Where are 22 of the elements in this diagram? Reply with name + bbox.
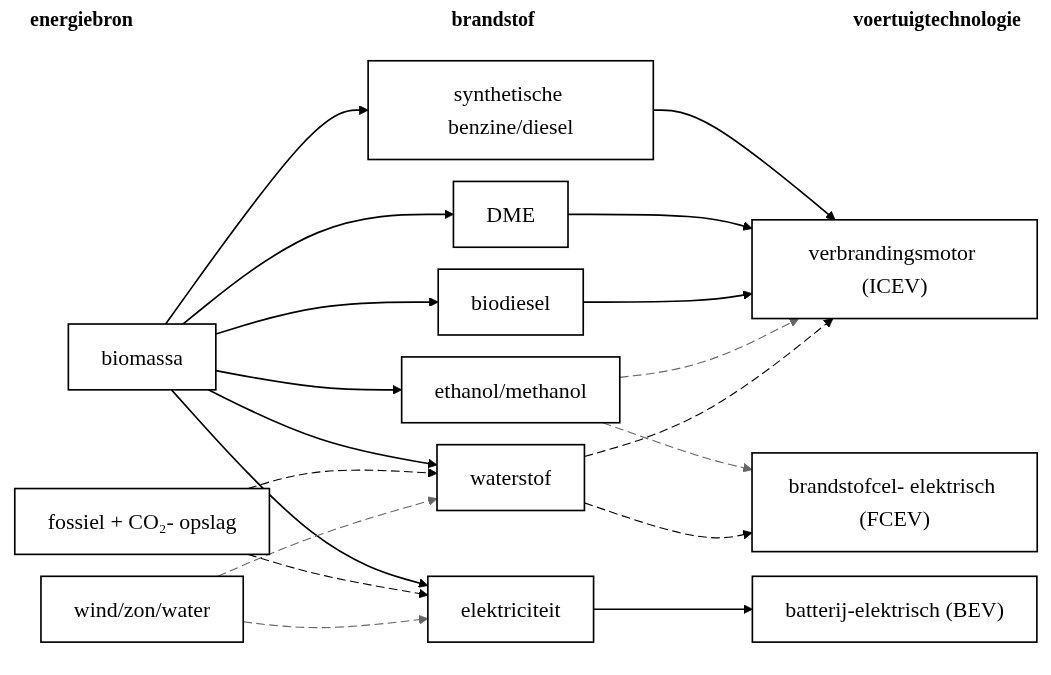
column-heading: energiebron xyxy=(30,8,133,33)
node-box: batterij-elektrisch (BEV) xyxy=(751,575,1038,643)
arrow xyxy=(583,317,833,457)
node-box: biodiesel xyxy=(436,267,584,336)
node-box: fossiel + CO₂- opslag xyxy=(13,487,270,555)
arrow xyxy=(207,388,437,468)
node-box: waterstof xyxy=(435,443,585,511)
node-box: wind/zon/water xyxy=(39,575,244,643)
arrow xyxy=(652,108,835,220)
column-heading: brandstof xyxy=(451,8,535,32)
node-box: verbrandingsmotor (ICEV) xyxy=(750,218,1038,319)
node-box: DME xyxy=(452,180,569,248)
node-box: biomassa xyxy=(67,322,217,391)
column-heading: voertuigtechnologie xyxy=(853,8,1021,33)
arrow xyxy=(170,388,428,588)
node-box: ethanol/methanol xyxy=(400,355,621,424)
arrow xyxy=(583,501,752,539)
node-box: elektriciteit xyxy=(426,575,594,643)
arrow xyxy=(242,614,428,628)
node-box: synthetische benzine/diesel xyxy=(366,59,654,160)
arrow xyxy=(247,553,428,598)
node-box: brandstofcel- elektrisch (FCEV) xyxy=(750,451,1038,552)
